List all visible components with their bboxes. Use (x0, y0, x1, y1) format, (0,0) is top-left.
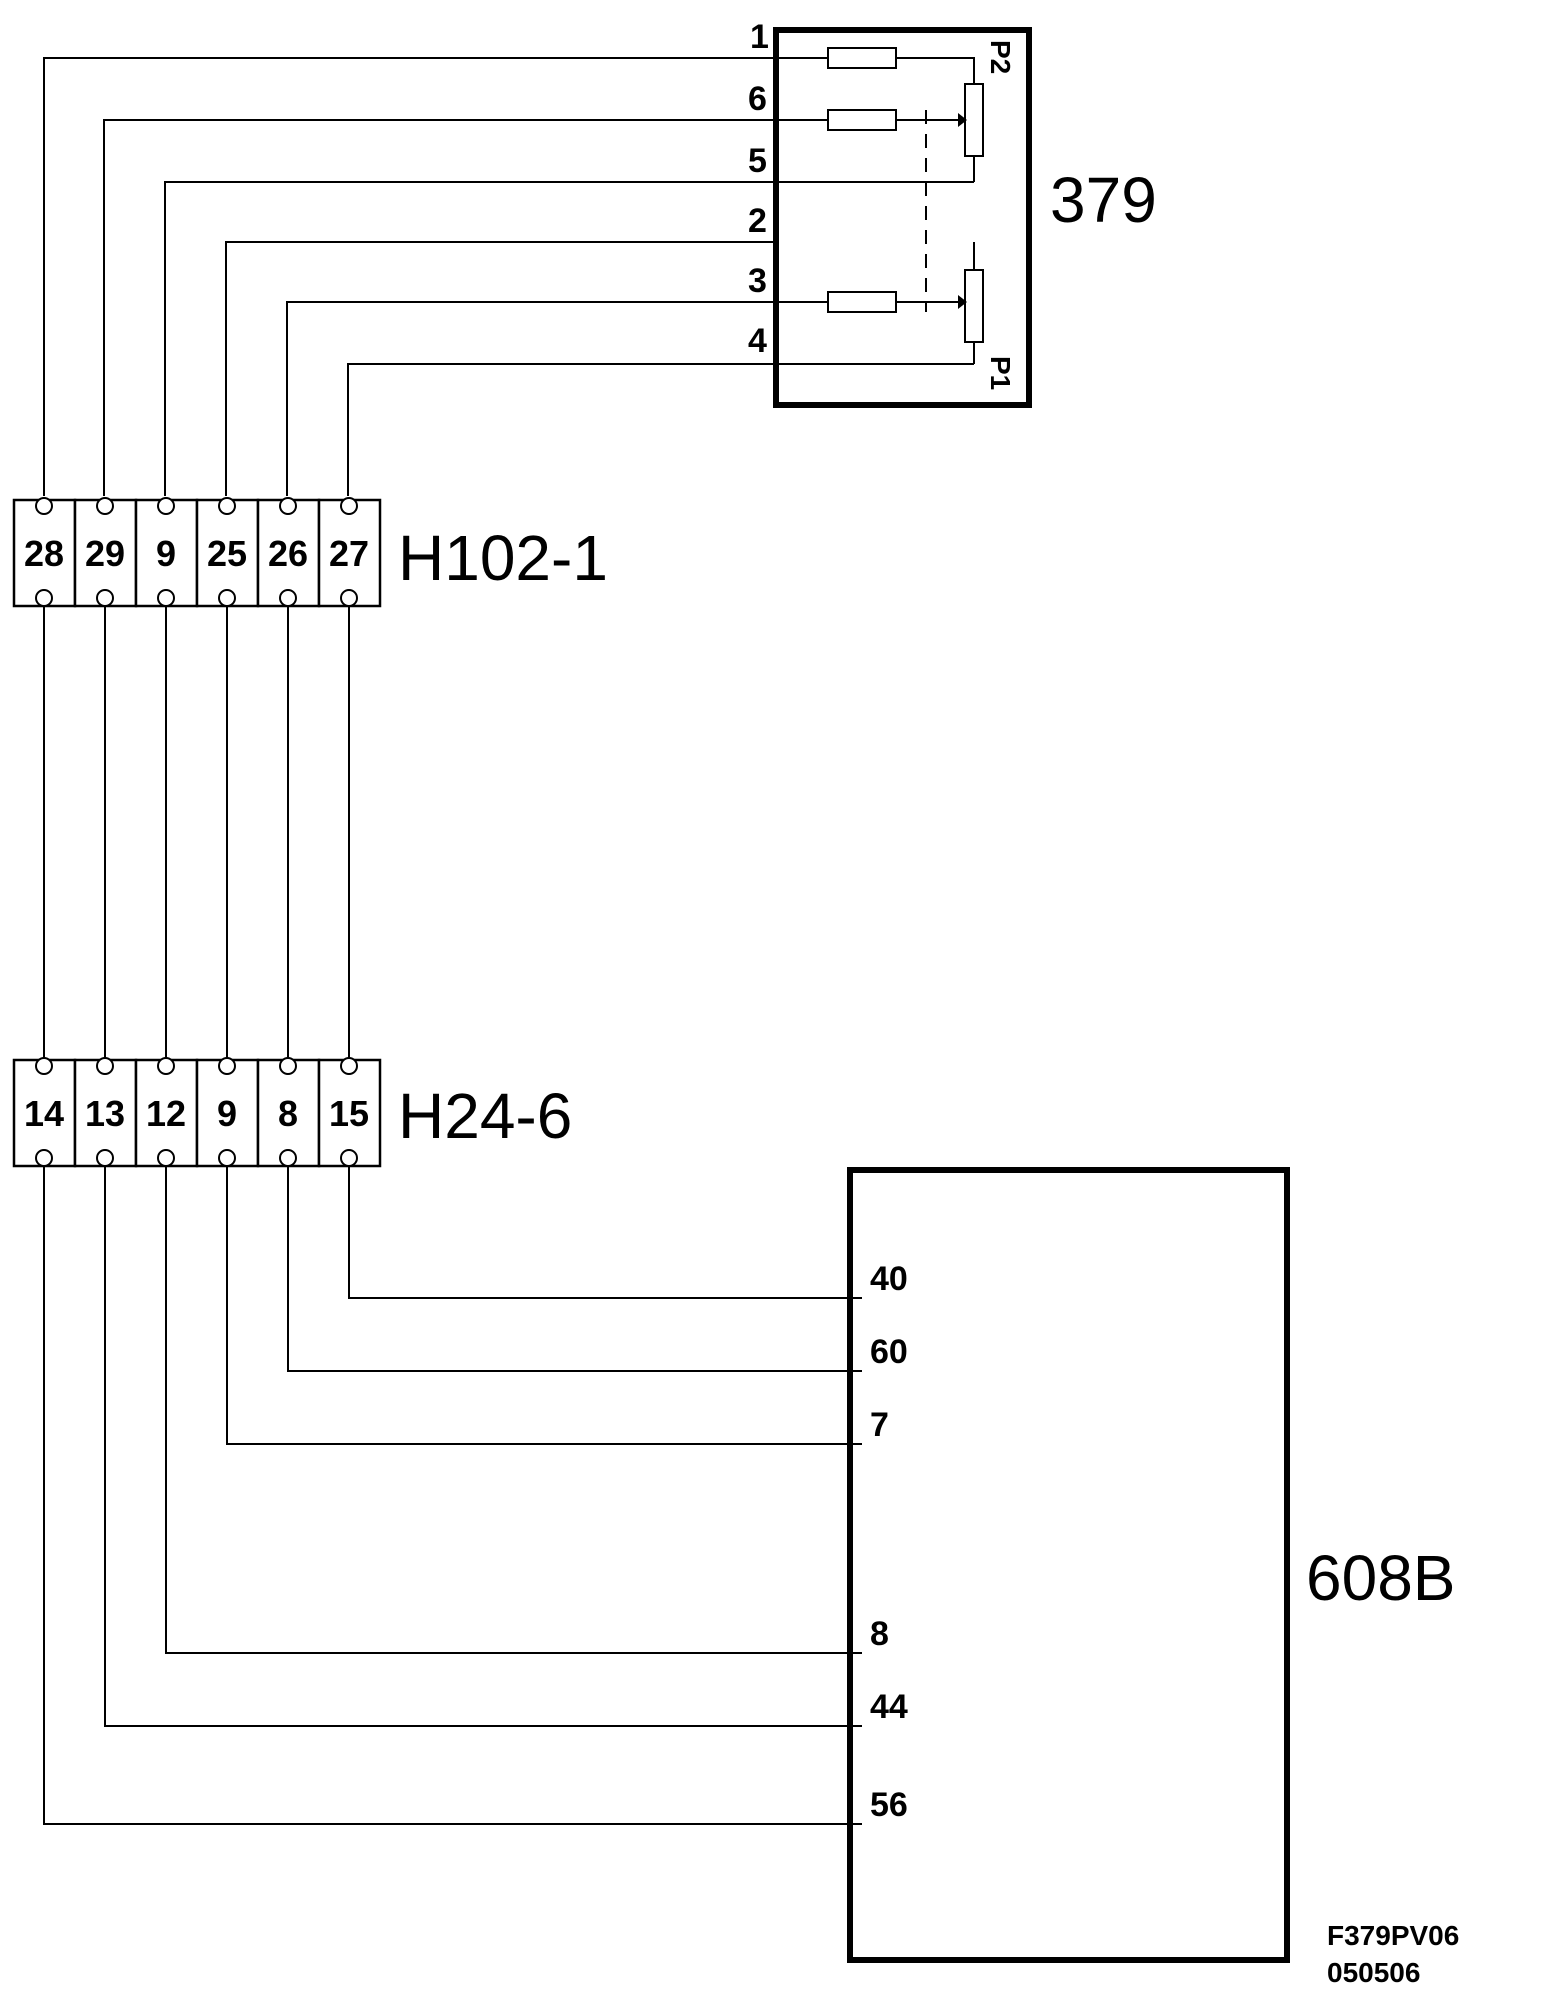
component-608b-label: 608B (1306, 1542, 1455, 1614)
wiper-arrow-p2 (958, 113, 967, 127)
resistor-pin1 (827, 47, 897, 69)
terminal-label-h102: 28 (24, 533, 64, 574)
wire (225, 241, 776, 496)
potentiometer-p2 (964, 83, 984, 157)
pin-label-379: 1 (750, 18, 769, 56)
wire (287, 1166, 862, 1372)
component-379-box (773, 27, 1032, 408)
component-608b-box (847, 1167, 1290, 1963)
potentiometer-p2-label: P2 (985, 40, 1016, 74)
wire (104, 1166, 862, 1727)
pin-label-608b: 7 (870, 1406, 889, 1444)
wire (165, 1166, 862, 1654)
connector-h102-1 (12, 497, 382, 608)
footer-code: F379PV06 (1327, 1920, 1459, 1951)
pin-label-608b: 8 (870, 1615, 889, 1653)
pin-label-379: 4 (748, 322, 767, 360)
pin-label-608b: 56 (870, 1786, 908, 1824)
pin-label-379: 3 (748, 262, 767, 300)
terminal-label-h102: 27 (329, 533, 369, 574)
wiper-arrow-p1 (958, 295, 967, 309)
pin-label-608b: 40 (870, 1260, 908, 1298)
component-379-label: 379 (1050, 164, 1157, 236)
terminal-label-h24: 12 (146, 1093, 186, 1134)
footer-date: 050506 (1327, 1957, 1420, 1988)
pin-label-379: 2 (748, 202, 767, 240)
terminal-label-h102: 29 (85, 533, 125, 574)
pin-label-379: 5 (748, 142, 767, 180)
terminal-label-h24: 15 (329, 1093, 369, 1134)
pin-label-608b: 44 (870, 1688, 908, 1726)
connector-h24-label: H24-6 (398, 1080, 572, 1152)
wire (43, 1166, 862, 1825)
connector-h102-label: H102-1 (398, 522, 608, 594)
wire (348, 1166, 862, 1299)
terminal-label-h24: 13 (85, 1093, 125, 1134)
pin-label-379: 6 (748, 80, 767, 118)
terminal-label-h24: 14 (24, 1093, 64, 1134)
resistor-pin3 (827, 291, 897, 313)
terminal-label-h102: 9 (156, 533, 176, 574)
wire (164, 181, 974, 496)
potentiometer-p1 (964, 269, 984, 343)
terminal-label-h102: 26 (268, 533, 308, 574)
wire (347, 363, 974, 496)
wire (103, 119, 776, 496)
terminal-label-h24: 9 (217, 1093, 237, 1134)
potentiometer-p1-label: P1 (985, 356, 1016, 390)
connector-h24-6 (12, 1057, 382, 1168)
pin-label-608b: 60 (870, 1333, 908, 1371)
resistor-pin6 (827, 109, 897, 131)
wire (226, 1166, 862, 1445)
terminal-label-h102: 25 (207, 533, 247, 574)
wire (43, 57, 776, 496)
terminal-label-h24: 8 (278, 1093, 298, 1134)
wire (286, 301, 776, 496)
